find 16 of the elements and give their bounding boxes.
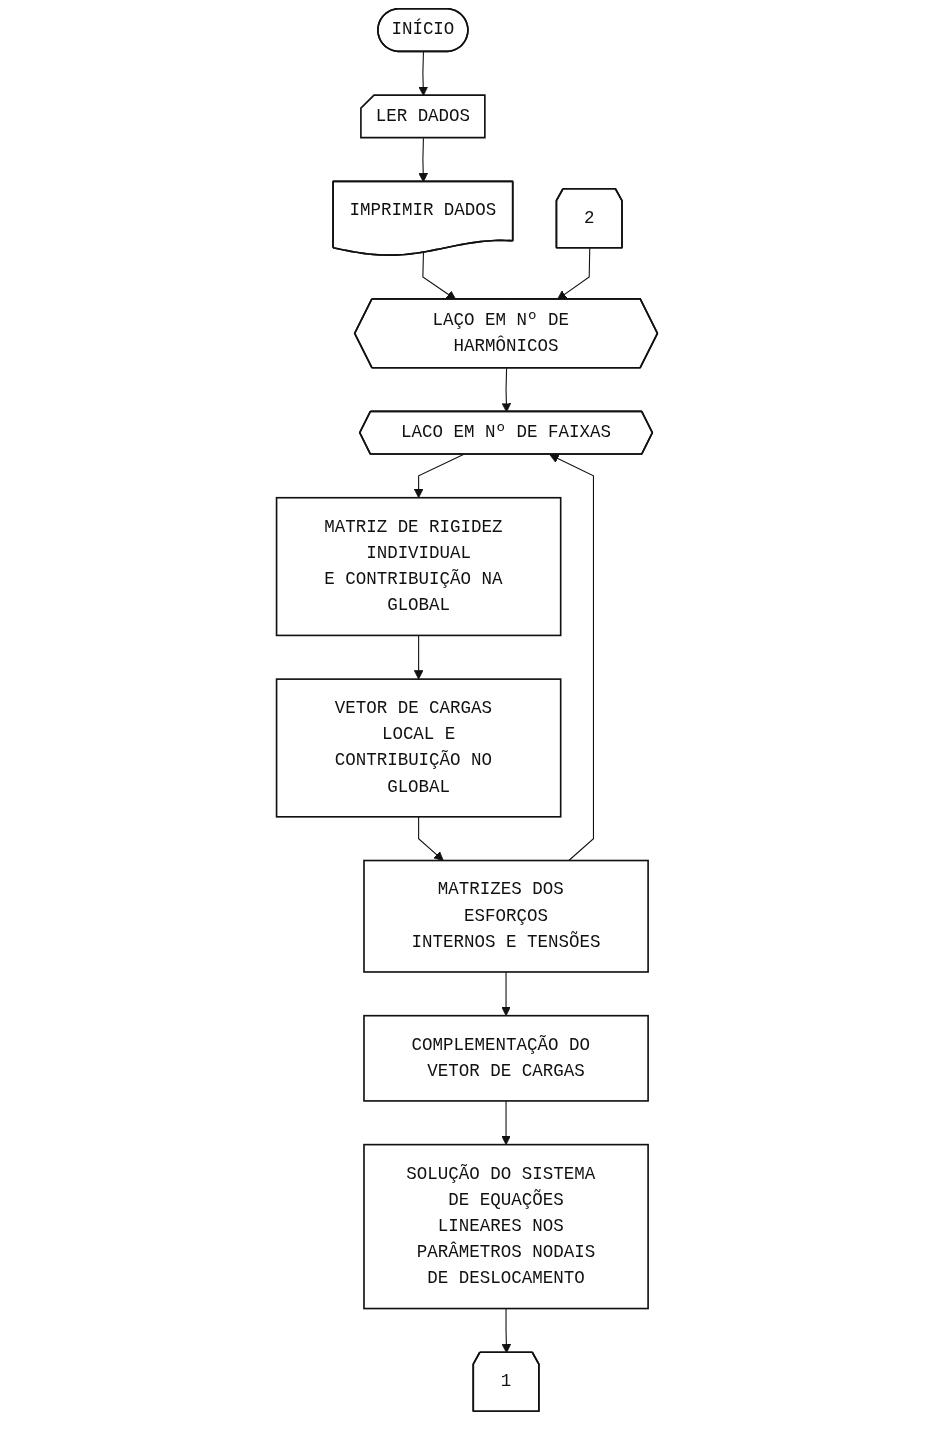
node-box: MATRIZ DE RIGIDEZ INDIVIDUAL E CONTRIBUIÇÃO NA GLOBAL [275, 496, 562, 637]
node-box: SOLUÇÃO DO SISTEMA DE EQUAÇÕES LINEARES NOS PARÂMETROS NODAIS DE DESLOCAMENTO [363, 1143, 649, 1310]
arrow [422, 252, 457, 300]
arrow [418, 816, 444, 861]
arrow [413, 454, 464, 499]
arrow [501, 1100, 511, 1146]
arrow [413, 634, 424, 680]
arrow [501, 367, 512, 413]
node-box: COMPLEMENTAÇÃO DO VETOR DE CARGAS [363, 1014, 649, 1102]
arrow [418, 51, 428, 97]
arrow [557, 247, 591, 300]
node-box: MATRIZES DOS ESFORÇOS INTERNOS E TENSÕES [363, 859, 649, 973]
arrow [501, 1308, 512, 1354]
node-box: VETOR DE CARGAS LOCAL E CONTRIBUIÇÃO NO GLOBAL [275, 678, 562, 818]
arrow [501, 971, 511, 1017]
arrow [549, 454, 594, 862]
